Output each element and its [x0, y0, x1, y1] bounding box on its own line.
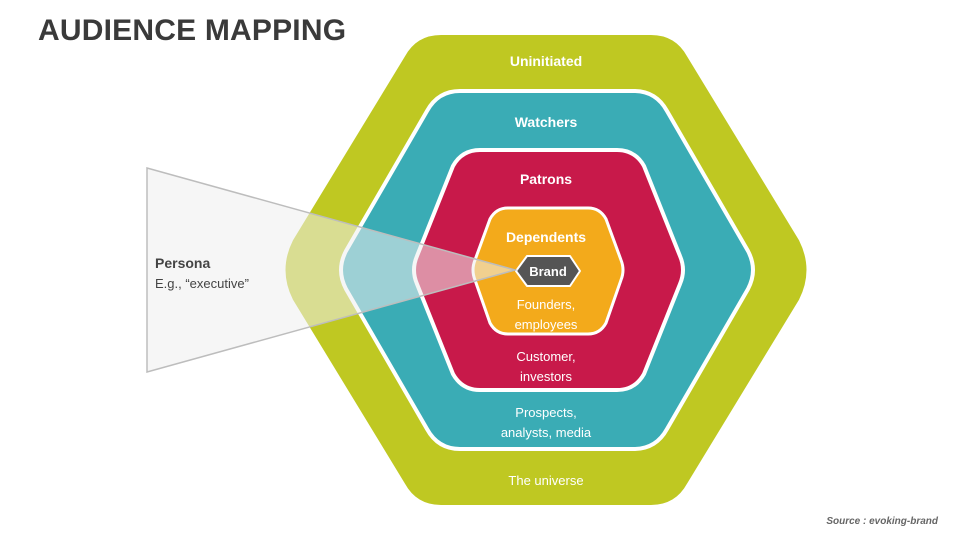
hexagon-brand — [515, 255, 581, 287]
label-watchers: Watchers — [515, 114, 578, 130]
persona-wedge — [146, 167, 518, 373]
members-uninitiated: The universe — [508, 473, 583, 488]
members-dependents-line1: Founders, — [517, 297, 576, 312]
members-dependents-line2: employees — [515, 317, 578, 332]
persona-example: E.g., “executive” — [155, 276, 249, 291]
page-title: AUDIENCE MAPPING — [38, 14, 347, 47]
label-dependents: Dependents — [506, 229, 586, 245]
members-watchers-line2: analysts, media — [501, 425, 592, 440]
persona-lens-shape — [146, 167, 518, 373]
label-patrons: Patrons — [520, 171, 572, 187]
label-brand: Brand — [529, 264, 567, 279]
source-note: Source : evoking-brand — [826, 516, 938, 527]
label-uninitiated: Uninitiated — [510, 53, 582, 69]
members-watchers-line1: Prospects, — [515, 405, 576, 420]
brand-core — [515, 255, 581, 287]
members-patrons-line2: investors — [520, 369, 573, 384]
persona-label: Persona — [155, 255, 210, 271]
members-patrons-line1: Customer, — [516, 349, 575, 364]
